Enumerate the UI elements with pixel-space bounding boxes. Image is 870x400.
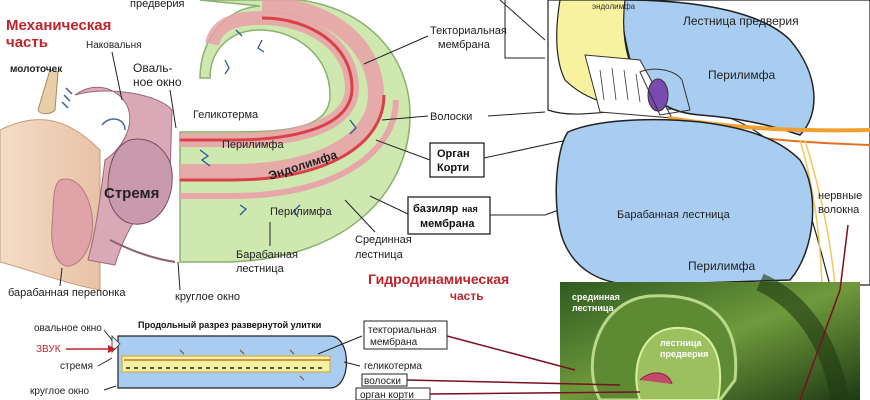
round-window-small-label: круглое окно — [30, 386, 90, 397]
mech-title-line2: часть — [6, 34, 48, 51]
middle-ear-illustration — [0, 69, 192, 291]
oval-window-line2: ное окно — [133, 75, 182, 89]
hairs-small-label: волоски — [364, 376, 401, 387]
helicotrema-label: Геликотерма — [193, 109, 259, 121]
hydro-title-line1: Гидродинамическая — [368, 271, 509, 287]
cochlea-photo — [560, 273, 860, 400]
stapes-label: Стремя — [104, 185, 159, 202]
hairs-pointer — [381, 115, 429, 121]
photo-vest-line2: предверия — [660, 349, 708, 359]
mech-title-line1: Механическая — [6, 17, 111, 34]
tympanic-label-line1: Барабанная — [236, 249, 298, 261]
hammer-label: молоточек — [10, 64, 63, 75]
organ-corti-line1: Орган — [437, 148, 470, 160]
photo-median-line1: срединная — [572, 292, 620, 302]
perilymph-upper-label: Перилимфа — [222, 139, 284, 151]
corti-small-label: орган корти — [360, 390, 414, 400]
round-window-label: круглое окно — [175, 291, 240, 303]
anvil-pointer — [111, 51, 123, 101]
photo-median-line2: лестница — [572, 303, 615, 313]
oval-window-line1: Оваль- — [133, 61, 173, 75]
basilar-line2: мембрана — [420, 218, 475, 230]
hairs-label: Волоски — [430, 111, 472, 123]
tectorial-pointer — [363, 35, 429, 65]
cochlea-u-illustration — [179, 0, 411, 263]
eardrum-label: барабанная перепонка — [8, 287, 126, 299]
endolymph-small-label: эндолимфа — [592, 2, 636, 11]
median-label-line1: Срединная — [355, 234, 412, 246]
sound-label: ЗВУК — [36, 344, 61, 355]
median-label-line2: лестница — [355, 249, 404, 261]
basilar-pointer — [369, 195, 409, 215]
tectorial-small-box — [363, 320, 448, 350]
stapes-small-label: стремя — [60, 361, 93, 372]
tympanic-label-line2: лестница — [236, 263, 285, 275]
basilar-line1b: ная — [462, 204, 478, 214]
tectorial-label-line2: мембрана — [438, 39, 491, 51]
oval-window-pointer — [169, 89, 177, 129]
perilymph-lower-label: Перилимфа — [270, 206, 332, 218]
nerve-label-line1: нервные — [818, 190, 862, 202]
tympanic-scala-label: Барабанная лестница — [617, 209, 731, 221]
eardrum-pointer — [59, 267, 63, 287]
nerve-label-line2: волокна — [818, 204, 860, 216]
organ-corti-pointer — [375, 139, 431, 161]
helicotrema-small-label: геликотерма — [364, 361, 422, 372]
longitudinal-title: Продольный разрез развернутой улитки — [138, 320, 321, 330]
vestibular-scala-label: Лестница предверия — [683, 14, 799, 28]
photo-vest-line1: лестница — [660, 338, 703, 348]
tectorial-small-line1: текториальная — [368, 325, 437, 336]
median-pointer — [344, 199, 376, 233]
organ-corti-line2: Корти — [437, 162, 469, 174]
longitudinal-section — [111, 334, 348, 389]
perilymph-right-bottom-label: Перилимфа — [688, 259, 756, 273]
tectorial-label-line1: Текториальная — [430, 25, 507, 37]
organ-corti-box — [429, 142, 485, 178]
basilar-box — [407, 196, 491, 235]
vestibule-top-label: предверия — [130, 0, 184, 10]
perilymph-right-top-label: Перилимфа — [708, 68, 776, 82]
oval-window-small-label: овальное окно — [34, 323, 102, 334]
hydro-title-line2: часть — [450, 289, 484, 303]
hairs-pointer-right — [487, 111, 546, 117]
tectorial-small-line2: мембрана — [370, 336, 418, 348]
cross-section-illustration — [547, 0, 870, 286]
round-window-pointer — [177, 261, 181, 291]
basilar-line1a: базиляр — [413, 203, 459, 215]
anvil-label: Наковальня — [86, 40, 142, 51]
